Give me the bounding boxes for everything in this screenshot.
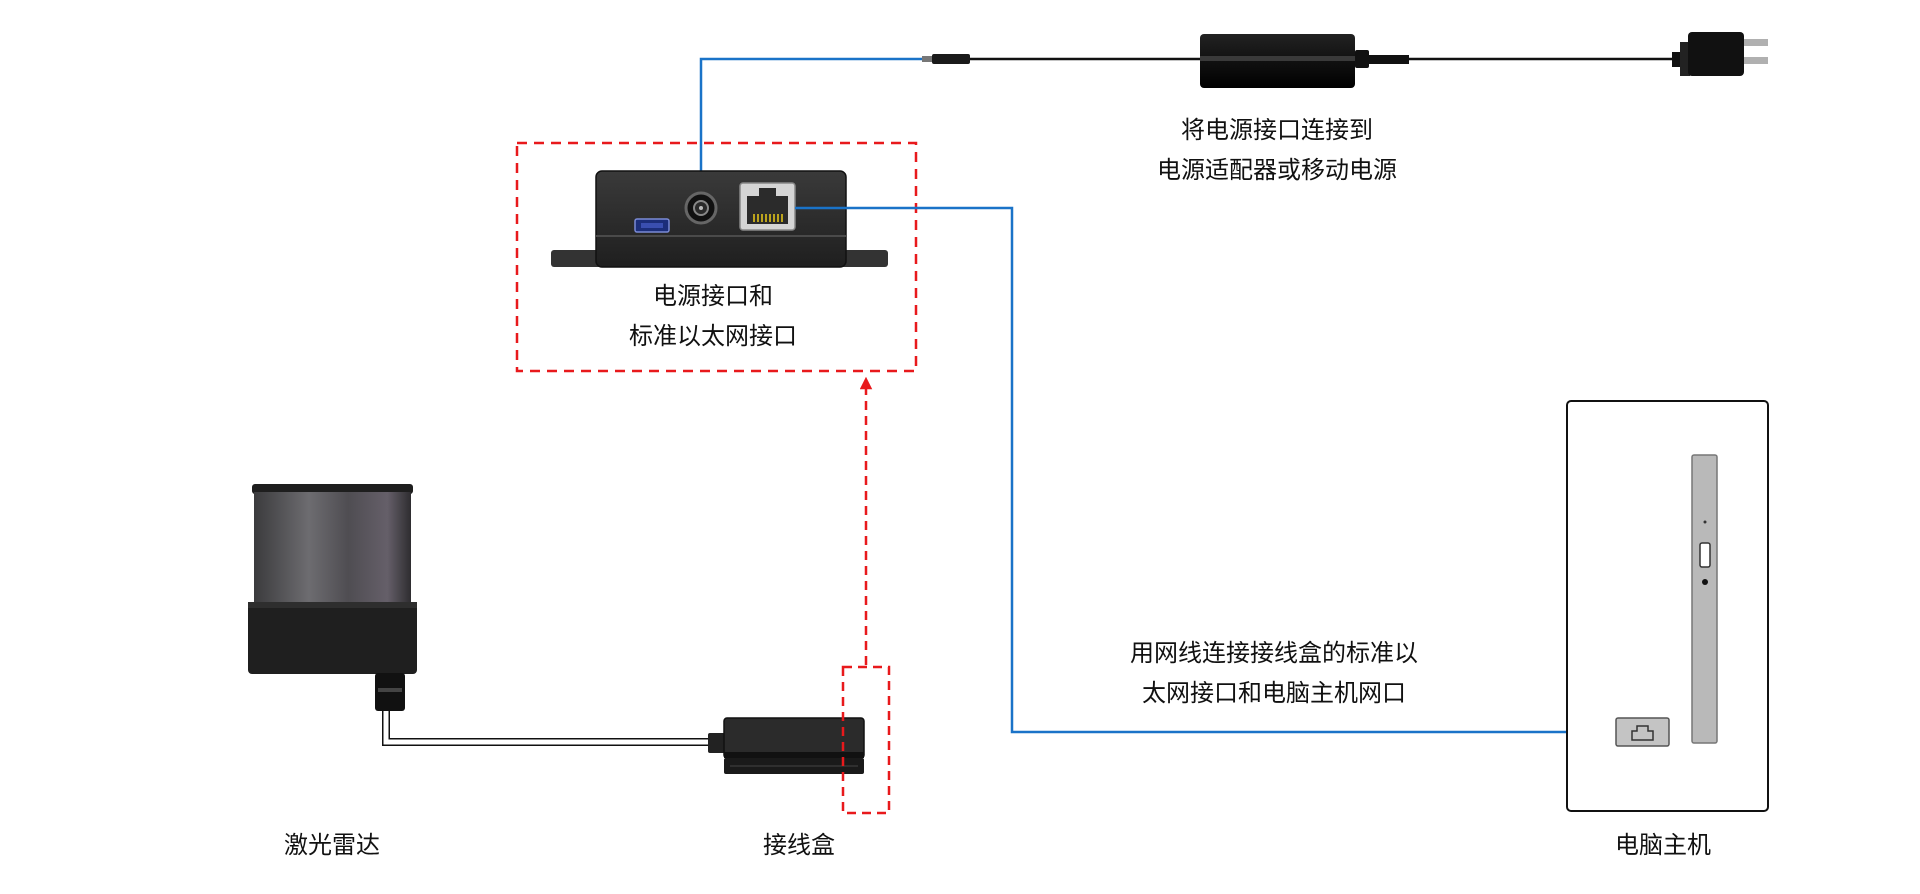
ethernet-instruction-line2: 太网接口和电脑主机网口 bbox=[1142, 679, 1406, 707]
network-cable bbox=[795, 206, 1620, 734]
ports-callout-line1: 电源接口和 bbox=[653, 282, 773, 310]
ethernet-instruction-line1: 用网线连接接线盒的标准以 bbox=[1130, 639, 1418, 667]
power-adapter-assembly bbox=[699, 32, 1768, 206]
ethernet-port-icon bbox=[1615, 717, 1670, 747]
ports-callout-line2: 标准以太网接口 bbox=[629, 322, 797, 350]
junction-box-port-highlight bbox=[841, 665, 891, 815]
junction-box-label: 接线盒 bbox=[763, 831, 835, 859]
junction-box bbox=[708, 717, 865, 774]
dc-cable-blue bbox=[699, 57, 922, 206]
dc-barrel-plug bbox=[922, 56, 932, 62]
host-computer-label: 电脑主机 bbox=[1615, 831, 1711, 859]
dc-jack-icon bbox=[684, 191, 718, 225]
host-computer bbox=[1566, 400, 1769, 812]
usb-port-icon bbox=[634, 218, 670, 233]
rj45-port-icon bbox=[739, 182, 796, 231]
power-instruction-line2: 电源适配器或移动电源 bbox=[1157, 156, 1397, 184]
wall-plug bbox=[1672, 32, 1768, 76]
lidar-label: 激光雷达 bbox=[284, 831, 380, 859]
ports-callout-box bbox=[515, 141, 918, 373]
lidar-cable bbox=[382, 711, 710, 746]
power-instruction-line1: 将电源接口连接到 bbox=[1181, 116, 1373, 144]
lidar-device bbox=[248, 484, 710, 746]
computer-side-panel bbox=[1691, 454, 1718, 744]
junction-box-front-view bbox=[551, 170, 888, 268]
